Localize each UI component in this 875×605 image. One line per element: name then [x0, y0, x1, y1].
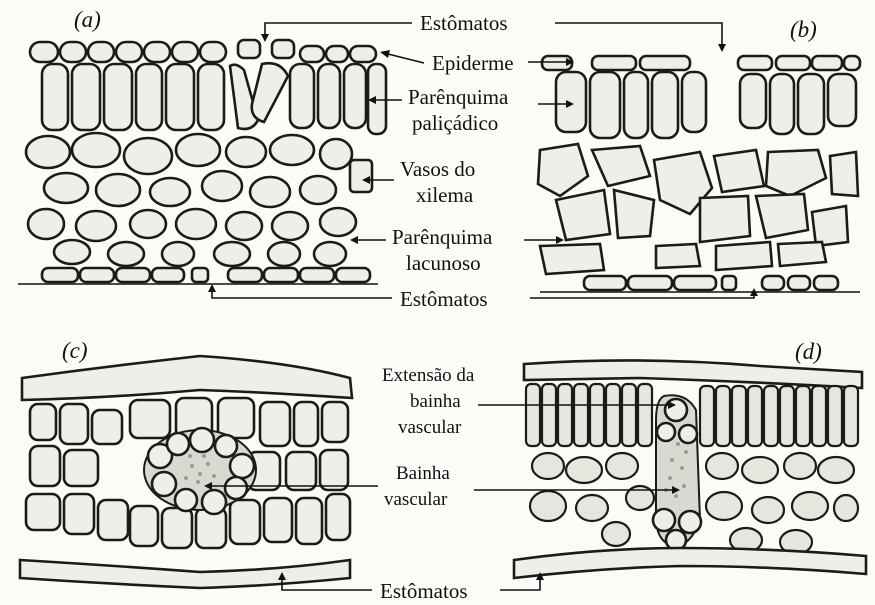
svg-text:Estômatos: Estômatos — [420, 11, 508, 35]
label-parenquima-palicadico: Parênquima paliçádico — [368, 85, 574, 135]
svg-text:Bainha: Bainha — [396, 463, 450, 484]
panel-b-cross-section — [538, 56, 860, 292]
label-vasos-xilema: Vasos do xilema — [362, 157, 475, 207]
svg-text:vascular: vascular — [398, 417, 462, 438]
svg-text:Estômatos: Estômatos — [400, 287, 488, 311]
svg-text:xilema: xilema — [416, 183, 474, 207]
svg-text:paliçádico: paliçádico — [412, 111, 498, 135]
svg-text:Vasos do: Vasos do — [400, 157, 475, 181]
panel-b-spongy — [538, 144, 858, 274]
panel-b-upper-epidermis — [542, 56, 860, 70]
panel-d-cross-section — [514, 360, 866, 578]
svg-text:bainha: bainha — [410, 391, 461, 412]
panel-a-cross-section — [18, 40, 386, 284]
svg-text:Parênquima: Parênquima — [408, 85, 509, 109]
panel-label-d: (d) — [795, 339, 822, 364]
svg-text:vascular: vascular — [384, 489, 448, 510]
svg-text:Parênquima: Parênquima — [392, 225, 493, 249]
panel-a-palisade — [42, 63, 386, 134]
panel-b-lower-epidermis — [540, 276, 860, 292]
panel-d-vascular-bundle — [653, 395, 701, 550]
svg-text:lacunoso: lacunoso — [406, 251, 481, 275]
svg-text:Extensão da: Extensão da — [382, 365, 475, 386]
panel-a-spongy — [26, 133, 372, 266]
panel-label-b: (b) — [790, 17, 817, 42]
label-parenquima-lacunoso: Parênquima lacunoso — [350, 225, 564, 275]
panel-a-lower-epidermis — [18, 268, 378, 284]
panel-b-palisade — [556, 72, 856, 138]
label-epiderme: Epiderme — [380, 50, 574, 75]
panel-label-a: (a) — [74, 7, 101, 32]
panel-c-cross-section — [20, 356, 352, 588]
panel-label-c: (c) — [62, 338, 88, 363]
panel-a-upper-epidermis — [30, 40, 376, 62]
svg-text:Estômatos: Estômatos — [380, 579, 468, 603]
svg-text:Epiderme: Epiderme — [432, 51, 514, 75]
